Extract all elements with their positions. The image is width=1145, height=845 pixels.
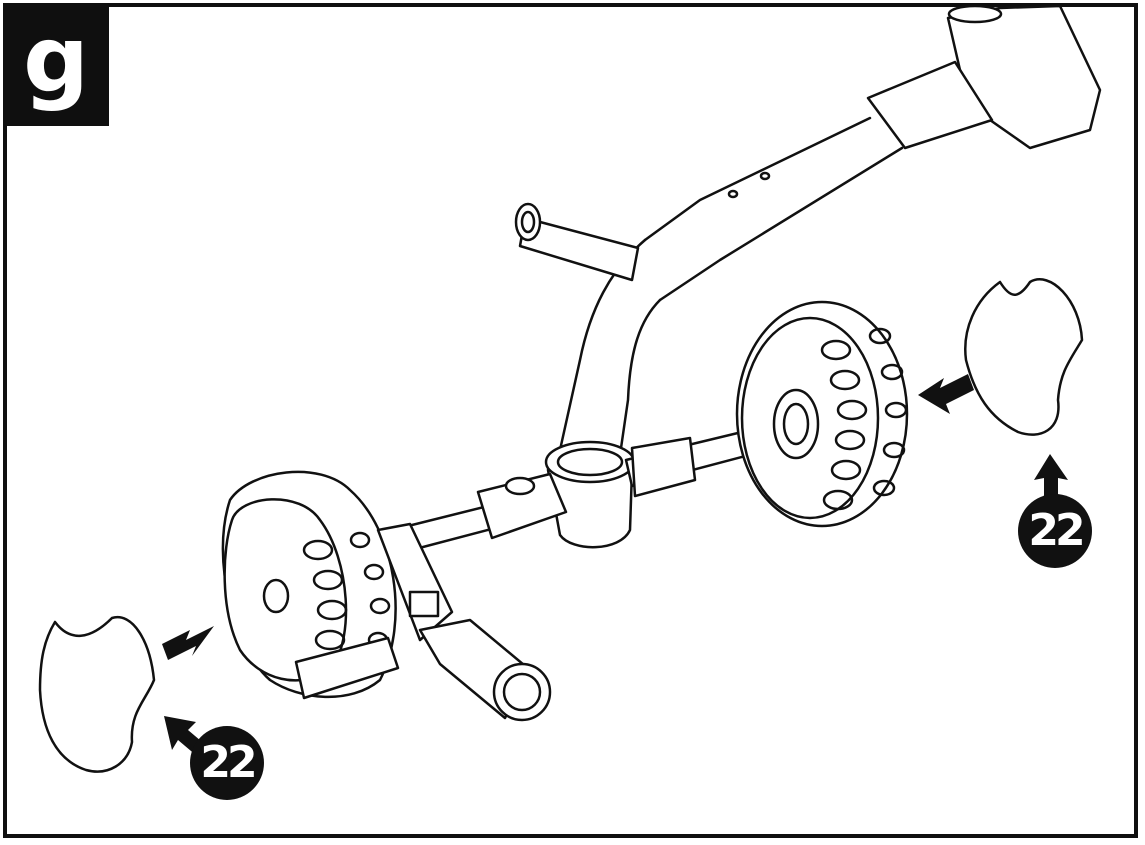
step-badge: g	[3, 3, 109, 126]
arrow-right-cap	[918, 374, 974, 414]
left-axle	[398, 472, 568, 554]
part-number-label: 22	[1028, 505, 1085, 556]
foot-bracket	[294, 522, 552, 722]
part-callout-right: 22	[1018, 494, 1092, 568]
part-number-label: 22	[200, 737, 257, 788]
page-frame	[3, 3, 1138, 838]
handle-tube	[643, 4, 1102, 302]
left-cap-part	[38, 615, 156, 773]
arrow-left-cap	[162, 626, 214, 660]
arrow-up-right	[1034, 454, 1068, 510]
step-letter: g	[23, 6, 89, 113]
axle-collar	[544, 440, 636, 549]
part-callout-left: 22	[190, 726, 264, 800]
right-wheel	[735, 300, 909, 528]
stub-tube	[514, 202, 640, 282]
right-cap-part	[964, 278, 1084, 436]
left-wheel	[221, 470, 397, 699]
